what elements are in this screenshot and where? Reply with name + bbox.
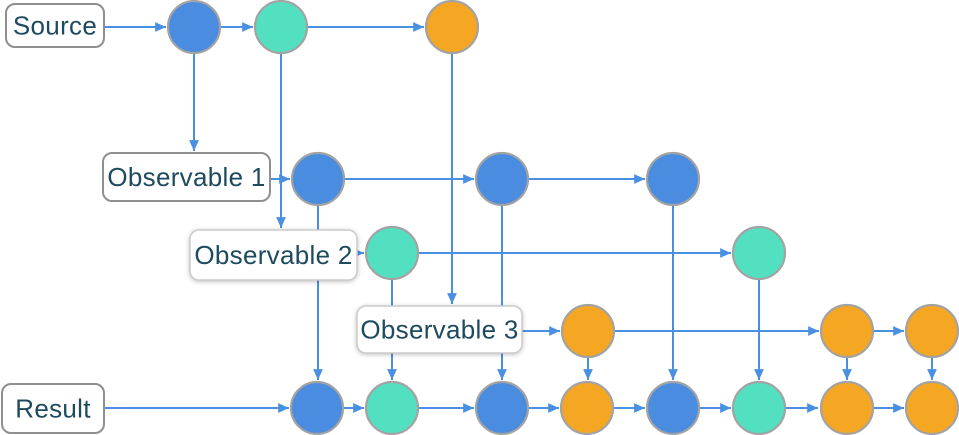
label-text-observable-2: Observable 2 [194,240,352,270]
label-box-result [1,383,105,434]
label-observable-2: Observable 2 [189,229,358,281]
result-event-1 [289,380,345,435]
nodes-layer [166,0,959,435]
result-event-5 [645,380,701,435]
observable-1-event-3 [645,151,701,207]
result-event-6 [731,380,787,435]
source-event-3 [424,0,480,55]
result-event-4 [559,380,615,435]
observable-1-event-1 [290,151,346,207]
result-event-7 [819,380,875,435]
label-observable-3: Observable 3 [356,305,523,354]
observable-1-event-2 [474,151,530,207]
result-event-2 [364,380,420,435]
label-observable-1: Observable 1 [102,152,271,202]
observable-3-event-2 [819,303,875,359]
label-box-source [5,3,105,48]
label-source: Source [5,3,105,48]
source-event-1 [166,0,222,55]
label-text-observable-3: Observable 3 [360,315,518,345]
result-event-3 [474,380,530,435]
observable-3-event-3 [904,303,959,359]
observable-2-event-2 [731,225,787,281]
label-box-observable-1 [102,152,271,202]
observable-3-event-1 [560,303,616,359]
label-box-observable-2 [189,229,358,281]
observable-2-event-1 [364,225,420,281]
result-event-8 [904,380,959,435]
label-text-observable-1: Observable 1 [107,162,265,192]
edges-layer [104,22,937,413]
label-text-result: Result [15,394,91,424]
label-text-source: Source [13,11,97,41]
source-event-2 [253,0,309,55]
label-box-observable-3 [356,305,523,354]
label-result: Result [1,383,105,434]
